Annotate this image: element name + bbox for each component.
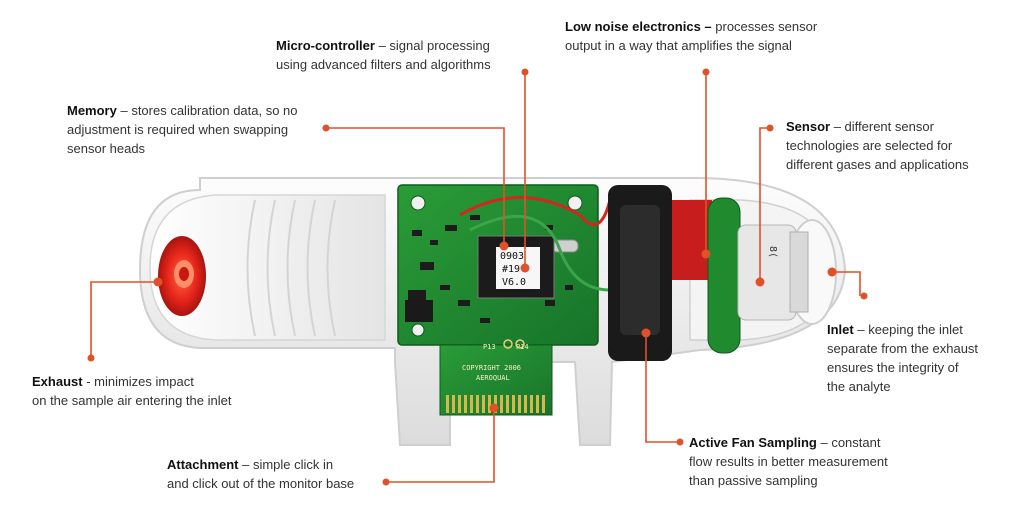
memory-chip	[405, 300, 433, 322]
callout-desc: - minimizes impact	[82, 374, 194, 389]
callout-inlet: Inlet – keeping the inlet separate from …	[827, 320, 978, 396]
callout-memory: Memory – stores calibration data, so no …	[67, 101, 298, 158]
callout-desc-line2: separate from the exhaust	[827, 341, 979, 356]
red-wire	[459, 196, 612, 227]
callout-desc: – constant	[816, 435, 881, 450]
exhaust-nozzle	[158, 236, 206, 316]
leader-attachment	[386, 408, 495, 483]
leader-inlet	[832, 271, 861, 296]
leader-memory	[326, 127, 505, 246]
callout-low-noise-electronics: Low noise electronics – processes sensor…	[565, 17, 817, 55]
callout-exhaust: Exhaust - minimizes impact on the sample…	[32, 372, 231, 410]
callout-desc-line2: output in a way that amplifies the signa…	[565, 38, 792, 53]
callout-title: Sensor	[786, 119, 831, 134]
smd-components	[408, 215, 573, 323]
callout-title: Memory	[67, 103, 117, 118]
callout-desc-line3: sensor heads	[67, 141, 146, 156]
chip-label-line1: 0903	[500, 251, 524, 262]
callout-desc-line4: the analyte	[827, 379, 891, 394]
sensor-board	[707, 197, 741, 354]
callout-desc: – keeping the inlet	[853, 322, 963, 337]
callout-desc-line2: adjustment is required when swapping	[67, 122, 289, 137]
callout-desc-line3: ensures the integrity of	[827, 360, 959, 375]
leader-fan	[645, 333, 680, 443]
callout-desc-line3: than passive sampling	[689, 473, 818, 488]
callout-desc: – simple click in	[238, 457, 334, 472]
sensor-assembly: 8(	[707, 197, 809, 354]
callout-attachment: Attachment – simple click in and click o…	[167, 455, 354, 493]
pcb-copyright-text: COPYRIGHT 2006	[462, 364, 521, 372]
callout-desc-line2: flow results in better measurement	[689, 454, 888, 469]
callout-title: Inlet	[827, 322, 854, 337]
callout-desc-line2: on the sample air entering the inlet	[32, 393, 232, 408]
microcontroller-chip: 0903 #19 V6.0	[477, 235, 555, 299]
leader-exhaust	[90, 281, 158, 358]
housing-ribs	[246, 199, 336, 337]
callout-title: Micro-controller	[276, 38, 375, 53]
callout-desc-line3: different gases and applications	[786, 157, 969, 172]
pcb-brand-text: AEROQUAL	[476, 374, 510, 382]
sensor-marking: 8(	[767, 246, 778, 258]
callout-desc: – different sensor	[830, 119, 934, 134]
callout-title: Exhaust	[32, 374, 83, 389]
chip-label-line2: #19	[502, 264, 520, 275]
main-pcb: COPYRIGHT 2006 AEROQUAL P13 P14 0903 #19…	[397, 184, 612, 416]
callout-desc-line2: and click out of the monitor base	[167, 476, 355, 491]
callout-micro-controller: Micro-controller – signal processing usi…	[276, 36, 491, 74]
callout-desc: processes sensor	[711, 19, 818, 34]
callout-desc: – signal processing	[374, 38, 490, 53]
callout-dots	[87, 68, 868, 486]
callout-title: Attachment	[167, 457, 239, 472]
callout-title: Active Fan Sampling	[689, 435, 817, 450]
callout-desc-line2: using advanced filters and algorithms	[276, 57, 491, 72]
callout-lines	[90, 72, 861, 483]
callout-active-fan-sampling: Active Fan Sampling – constant flow resu…	[689, 433, 888, 490]
callout-desc-line2: technologies are selected for	[786, 138, 953, 153]
callout-desc: – stores calibration data, so no	[116, 103, 298, 118]
pad-label-p13: P13	[483, 343, 496, 351]
chip-label-line3: V6.0	[502, 277, 526, 288]
sensor-can	[737, 224, 797, 321]
callout-title: Low noise electronics –	[565, 19, 712, 34]
callout-sensor: Sensor – different sensor technologies a…	[786, 117, 969, 174]
